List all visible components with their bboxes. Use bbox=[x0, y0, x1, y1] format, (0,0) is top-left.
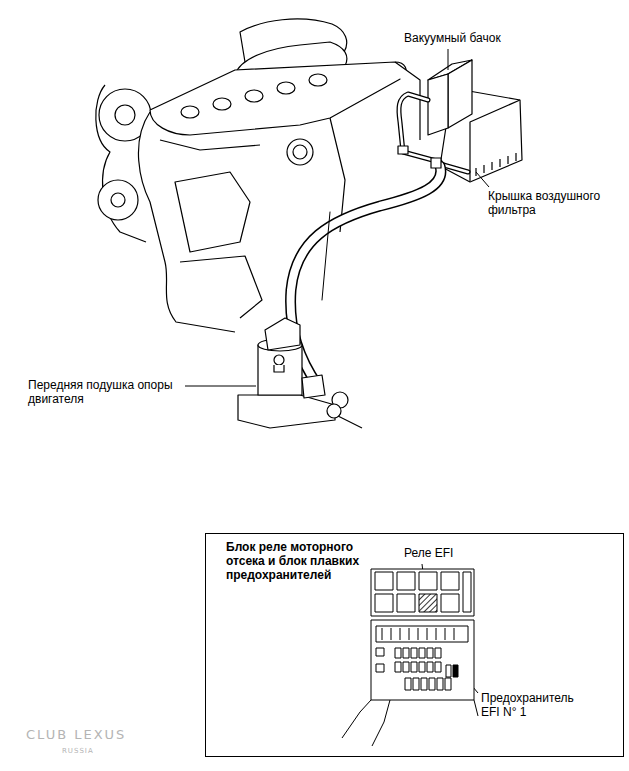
engine-drawing bbox=[175, 172, 250, 252]
fuse-block bbox=[441, 594, 459, 612]
fuse-block bbox=[435, 662, 441, 672]
fuse-block bbox=[371, 569, 474, 616]
engine-drawing bbox=[115, 105, 135, 125]
part-label: Предохранитель EFI N° 1 bbox=[481, 691, 591, 719]
vacuum-hose bbox=[399, 94, 440, 162]
engine-mount bbox=[258, 345, 302, 395]
vacuum-tank bbox=[428, 74, 448, 135]
fuse-block bbox=[427, 648, 433, 658]
part-label: Реле EFI bbox=[404, 546, 484, 560]
fuse-block bbox=[437, 678, 443, 690]
engine-drawing bbox=[213, 98, 231, 110]
fuse-block bbox=[371, 620, 474, 700]
engine-drawing bbox=[181, 106, 199, 118]
watermark: RUSSIA bbox=[62, 746, 142, 756]
vacuum-hose bbox=[398, 146, 408, 154]
fuse-block bbox=[411, 662, 417, 672]
fuse-block bbox=[453, 665, 458, 677]
fuse-block bbox=[419, 662, 425, 672]
engine-mount bbox=[265, 318, 300, 350]
leader-line bbox=[448, 49, 449, 70]
engine-drawing bbox=[293, 145, 307, 159]
engine-drawing bbox=[96, 19, 420, 332]
fuse-block bbox=[419, 594, 437, 612]
fuse-block bbox=[397, 594, 415, 612]
fuse-block bbox=[411, 648, 417, 658]
fuse-block bbox=[376, 626, 468, 642]
vacuum-hose bbox=[291, 166, 441, 386]
fuse-block bbox=[441, 572, 459, 590]
engine-drawing bbox=[245, 90, 263, 102]
fuse-block bbox=[382, 628, 454, 640]
vacuum-hose bbox=[291, 94, 468, 386]
engine-mount bbox=[302, 375, 325, 398]
engine-drawing bbox=[277, 82, 295, 94]
engine-mount bbox=[238, 318, 362, 428]
engine-mount bbox=[238, 395, 335, 428]
fuse-block bbox=[419, 572, 437, 590]
fuse-block bbox=[429, 678, 435, 690]
engine-mount bbox=[338, 416, 362, 428]
vacuum-hose bbox=[291, 166, 441, 386]
watermark: CLUB LEXUS bbox=[26, 727, 196, 743]
fuse-block bbox=[376, 648, 384, 656]
engine-drawing bbox=[287, 139, 313, 165]
fuse-block bbox=[405, 678, 411, 690]
part-label: Крышка воздушного фильтра bbox=[488, 189, 618, 217]
engine-drawing bbox=[150, 62, 406, 135]
fuse-block bbox=[376, 664, 384, 672]
vacuum-hose bbox=[431, 158, 441, 168]
panel-heading: Блок реле моторного отсека и блок плавки… bbox=[226, 540, 394, 582]
fuse-block bbox=[445, 678, 451, 690]
fuse-block bbox=[397, 572, 415, 590]
fuse-block bbox=[342, 569, 478, 746]
fuse-block bbox=[419, 648, 425, 658]
leader-line bbox=[185, 386, 256, 387]
vacuum-tank bbox=[428, 60, 472, 135]
engine-drawing bbox=[98, 180, 138, 220]
engine-drawing bbox=[309, 74, 327, 86]
fuse-block bbox=[446, 665, 451, 677]
panel-frame: Блок реле моторного отсека и блок плавки… bbox=[205, 533, 624, 757]
vacuum-tank bbox=[448, 60, 472, 128]
vacuum-hose bbox=[322, 212, 330, 300]
part-label: Передняя подушка опоры двигателя bbox=[28, 378, 188, 406]
engine-drawing bbox=[111, 193, 125, 207]
leader-line bbox=[185, 49, 489, 693]
fuse-block bbox=[421, 678, 427, 690]
air-filter-cover bbox=[476, 153, 516, 176]
leader-line bbox=[476, 172, 489, 187]
engine-mount bbox=[274, 355, 284, 365]
fuse-block bbox=[395, 648, 401, 658]
engine-mount bbox=[274, 365, 284, 372]
fuse-block bbox=[403, 662, 409, 672]
fuse-block bbox=[435, 648, 441, 658]
fuse-block bbox=[427, 662, 433, 672]
fuse-block bbox=[463, 572, 471, 612]
engine-drawing bbox=[160, 140, 260, 150]
part-label: Вакуумный бачок bbox=[404, 31, 534, 45]
vacuum-hose bbox=[399, 94, 440, 162]
fuse-block bbox=[395, 662, 401, 672]
fuse-block bbox=[403, 648, 409, 658]
engine-drawing bbox=[180, 256, 262, 318]
air-filter-cover bbox=[470, 100, 520, 182]
fuse-block bbox=[375, 572, 393, 590]
fuse-block bbox=[342, 700, 478, 746]
fuse-block bbox=[413, 678, 419, 690]
fuse-block bbox=[375, 594, 393, 612]
